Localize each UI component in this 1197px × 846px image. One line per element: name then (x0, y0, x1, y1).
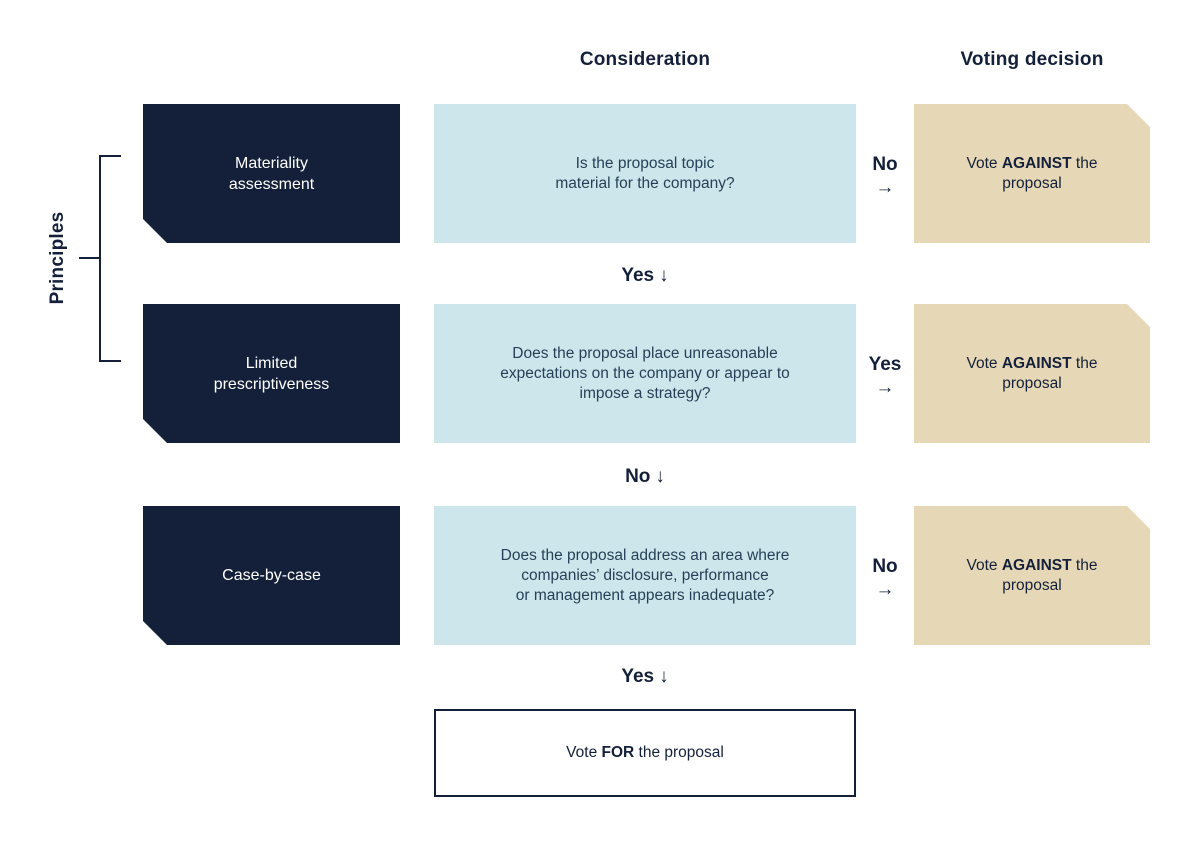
answer-text: Yes (868, 354, 902, 375)
principles-bracket-line (99, 156, 101, 362)
arrow-down-icon: ↓ (659, 666, 669, 687)
decision-box-2: Vote AGAINST the proposal (914, 304, 1150, 443)
principle-box-limited-prescriptiveness: Limited prescriptiveness (143, 304, 400, 443)
decision-suffix: the proposal (1002, 556, 1098, 594)
consideration-box-1: Is the proposal topic material for the c… (434, 104, 856, 243)
decision-prefix: Vote (966, 354, 1002, 372)
question-line: material for the company? (555, 174, 735, 192)
principles-bracket-top-tick (99, 155, 121, 157)
decision-suffix: the proposal (1002, 154, 1098, 192)
decision-suffix: the proposal (634, 744, 724, 761)
decision-prefix: Vote (566, 744, 602, 761)
final-decision-text: Vote FOR the proposal (566, 744, 724, 762)
question-line: impose a strategy? (579, 384, 711, 402)
arrow-right-icon: → (875, 177, 895, 198)
question-line: expectations on the company or appear to (500, 364, 790, 382)
arrow-down-icon: ↓ (655, 466, 665, 487)
question-line: Is the proposal topic (575, 154, 715, 172)
answer-label-3: No → (856, 555, 914, 601)
decision-box-3: Vote AGAINST the proposal (914, 506, 1150, 645)
voting-decision-column-header: Voting decision (960, 49, 1104, 70)
decision-text: Vote AGAINST the proposal (937, 154, 1127, 194)
question-line: Does the proposal address an area where (500, 546, 790, 564)
answer-label-2: Yes → (856, 353, 914, 399)
flow-answer-text: No (625, 466, 651, 487)
final-decision-box: Vote FOR the proposal (434, 709, 856, 797)
principle-label-line: assessment (228, 175, 315, 193)
decision-text: Vote AGAINST the proposal (937, 354, 1127, 394)
flow-label-3: Yes↓ (434, 665, 856, 689)
principle-box-case-by-case: Case-by-case (143, 506, 400, 645)
principles-axis-label-text: Principles (47, 211, 68, 305)
flow-label-1: Yes↓ (434, 264, 856, 288)
flow-label-2: No↓ (434, 465, 856, 489)
flow-answer-text: Yes (621, 666, 655, 687)
decision-prefix: Vote (966, 556, 1002, 574)
decision-prefix: Vote (966, 154, 1002, 172)
arrow-right-icon: → (875, 377, 895, 398)
answer-label-1: No → (856, 153, 914, 199)
principle-box-materiality: Materiality assessment (143, 104, 400, 243)
principle-label-line: Case-by-case (222, 567, 321, 584)
consideration-box-3: Does the proposal address an area where … (434, 506, 856, 645)
arrow-down-icon: ↓ (659, 265, 669, 286)
principle-label-line: Materiality (235, 154, 308, 172)
principles-bracket-mid-tick (79, 257, 101, 259)
principle-label-line: prescriptiveness (213, 375, 330, 393)
question-line: companies’ disclosure, performance (521, 566, 769, 584)
question-line: or management appears inadequate? (515, 586, 775, 604)
decision-emphasis: FOR (601, 744, 635, 761)
flow-answer-text: Yes (621, 265, 655, 286)
decision-emphasis: AGAINST (1001, 556, 1072, 574)
consideration-column-header: Consideration (579, 49, 711, 70)
answer-text: No (872, 556, 898, 577)
decision-emphasis: AGAINST (1001, 354, 1072, 372)
decision-emphasis: AGAINST (1001, 154, 1072, 172)
consideration-box-2: Does the proposal place unreasonable exp… (434, 304, 856, 443)
decision-box-1: Vote AGAINST the proposal (914, 104, 1150, 243)
answer-text: No (872, 154, 898, 175)
decision-text: Vote AGAINST the proposal (937, 556, 1127, 596)
principle-label-line: Limited (245, 354, 298, 372)
principles-bracket-bottom-tick (99, 360, 121, 362)
decision-suffix: the proposal (1002, 354, 1098, 392)
arrow-right-icon: → (875, 579, 895, 600)
question-line: Does the proposal place unreasonable (512, 344, 778, 362)
